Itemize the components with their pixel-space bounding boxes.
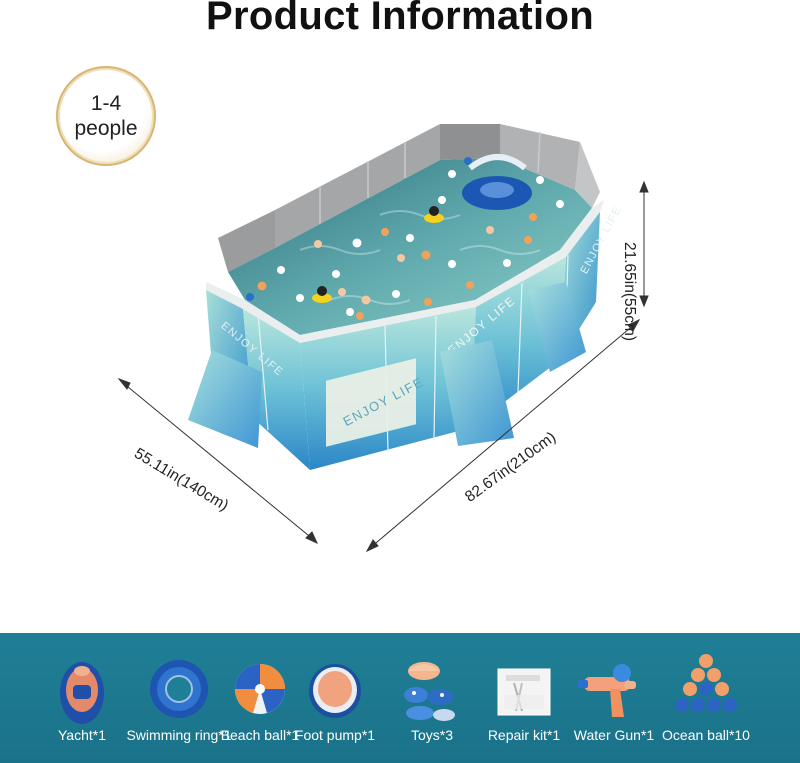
beach-ball-icon bbox=[235, 664, 285, 714]
accessory-label: Beach ball*1 bbox=[220, 727, 300, 743]
capacity-range: 1-4 bbox=[90, 92, 122, 115]
accessory-label: Water Gun*1 bbox=[573, 727, 655, 743]
floating-balls bbox=[246, 157, 564, 320]
accessory-beach-ball: Beach ball*1 bbox=[212, 633, 308, 763]
accessories-band: Yacht*1 Swimming ring*1 Beach ball*1 Foo… bbox=[0, 633, 800, 763]
accessory-swimming-ring: Swimming ring*1 bbox=[126, 633, 232, 763]
pool-illustration: ENJOY LIFE ENJOY LIFE ENJOY LIFE ENJOY L… bbox=[117, 124, 649, 553]
page-title: Product Information bbox=[206, 0, 594, 38]
toys-icon bbox=[404, 662, 455, 721]
foot-pump-icon bbox=[309, 664, 361, 718]
capacity-unit: people bbox=[74, 117, 138, 140]
accessory-label: Toys*3 bbox=[410, 727, 454, 743]
height-dimension: 21.65in(55cm) bbox=[621, 242, 638, 342]
accessory-toys: Toys*3 bbox=[384, 633, 480, 763]
accessory-label: Yacht*1 bbox=[58, 727, 106, 743]
pool-ducks bbox=[312, 206, 444, 303]
accessory-label: Ocean ball*10 bbox=[662, 727, 750, 743]
pool-swimming-ring bbox=[462, 154, 532, 210]
water-gun-icon bbox=[578, 664, 636, 717]
dimension-arrows bbox=[117, 180, 649, 553]
ocean-ball-icon bbox=[675, 654, 737, 712]
accessory-label: Repair kit*1 bbox=[487, 727, 561, 743]
accessory-foot-pump: Foot pump*1 bbox=[287, 633, 383, 763]
swimming-ring-icon bbox=[150, 660, 208, 718]
accessory-ocean-balls: Ocean ball*10 bbox=[658, 633, 754, 763]
capacity-badge: 1-4 people bbox=[56, 66, 156, 166]
pool-rim bbox=[206, 200, 604, 343]
accessory-label: Foot pump*1 bbox=[294, 727, 376, 743]
support-flaps bbox=[188, 282, 586, 448]
accessory-label: Swimming ring*1 bbox=[126, 727, 232, 743]
accessory-water-gun: Water Gun*1 bbox=[566, 633, 662, 763]
repair-kit-icon bbox=[497, 668, 551, 716]
pool-inner-walls bbox=[218, 124, 600, 272]
yacht-icon bbox=[60, 662, 104, 724]
accessory-repair-kit: Repair kit*1 bbox=[476, 633, 572, 763]
accessory-yacht: Yacht*1 bbox=[34, 633, 130, 763]
